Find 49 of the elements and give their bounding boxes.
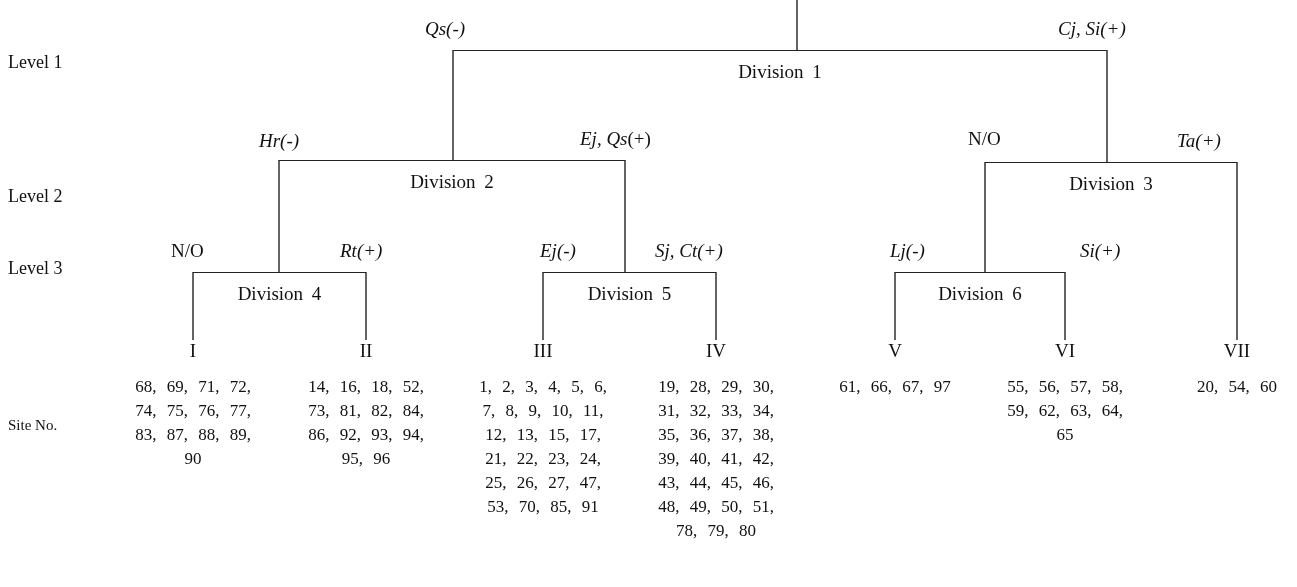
site-number-list: 68, 69, 71, 72, 74, 75, 76, 77, 83, 87, 88, 89, 90 [123, 375, 263, 471]
connector-line [192, 271, 194, 341]
division-bracket: Division 2 [279, 160, 625, 200]
connector-line [1064, 271, 1066, 341]
edge-label: Ej(-) [540, 240, 576, 262]
connector-line [984, 161, 986, 273]
group-label: I [168, 340, 218, 362]
group-label: III [518, 340, 568, 362]
connector-line [715, 271, 717, 341]
site-number-list: 20, 54, 60 [1167, 375, 1297, 399]
level-label: Level 3 [8, 258, 63, 279]
edge-label: Ej, Qs(+) [580, 128, 651, 150]
connector-line [894, 271, 896, 341]
level-label: Level 1 [8, 52, 63, 73]
edge-label: Hr(-) [259, 130, 300, 152]
edge-label: Ta(+) [1177, 130, 1221, 152]
group-label: VII [1212, 340, 1262, 362]
group-label: V [870, 340, 920, 362]
connector-line [452, 49, 454, 161]
edge-label: Si(+) [1080, 240, 1121, 262]
site-number-list: 61, 66, 67, 97 [825, 375, 965, 399]
row-label: Site No. [8, 417, 58, 434]
connector-line [1106, 49, 1108, 163]
edge-label: Qs(-) [425, 18, 466, 40]
connector-line [542, 271, 544, 341]
site-number-list: 1, 2, 3, 4, 5, 6, 7, 8, 9, 10, 11, 12, 13, 15, 17, 21, 22, 23, 24, 25, 26, 27, 47, 53, 70, 85, 91 [473, 375, 613, 519]
edge-label: Lj(-) [890, 240, 925, 262]
group-label: II [341, 340, 391, 362]
connector-line [796, 0, 798, 51]
edge-label: Sj, Ct(+) [655, 240, 723, 262]
division-bracket: Division 1 [453, 50, 1107, 92]
division-bracket: Division 4 [193, 272, 366, 310]
connector-line [278, 159, 280, 273]
edge-label: Rt(+) [340, 240, 383, 262]
group-label: VI [1040, 340, 1090, 362]
site-number-list: 19, 28, 29, 30, 31, 32, 33, 34, 35, 36, 37, 38, 39, 40, 41, 42, 43, 44, 45, 46, 48, 49, 50, 51, 78, 79, 80 [646, 375, 786, 543]
group-label: IV [691, 340, 741, 362]
division-bracket: Division 3 [985, 162, 1237, 202]
site-number-list: 14, 16, 18, 52, 73, 81, 82, 84, 86, 92, 93, 94, 95, 96 [296, 375, 436, 471]
edge-label: N/O [171, 240, 204, 262]
edge-label: N/O [968, 128, 1001, 150]
connector-line [624, 159, 626, 273]
site-number-list: 55, 56, 57, 58, 59, 62, 63, 64, 65 [995, 375, 1135, 447]
connector-line [1236, 161, 1238, 341]
connector-line [365, 271, 367, 341]
division-bracket: Division 5 [543, 272, 716, 310]
level-label: Level 2 [8, 186, 63, 207]
edge-label: Cj, Si(+) [1058, 18, 1126, 40]
division-bracket: Division 6 [895, 272, 1065, 310]
